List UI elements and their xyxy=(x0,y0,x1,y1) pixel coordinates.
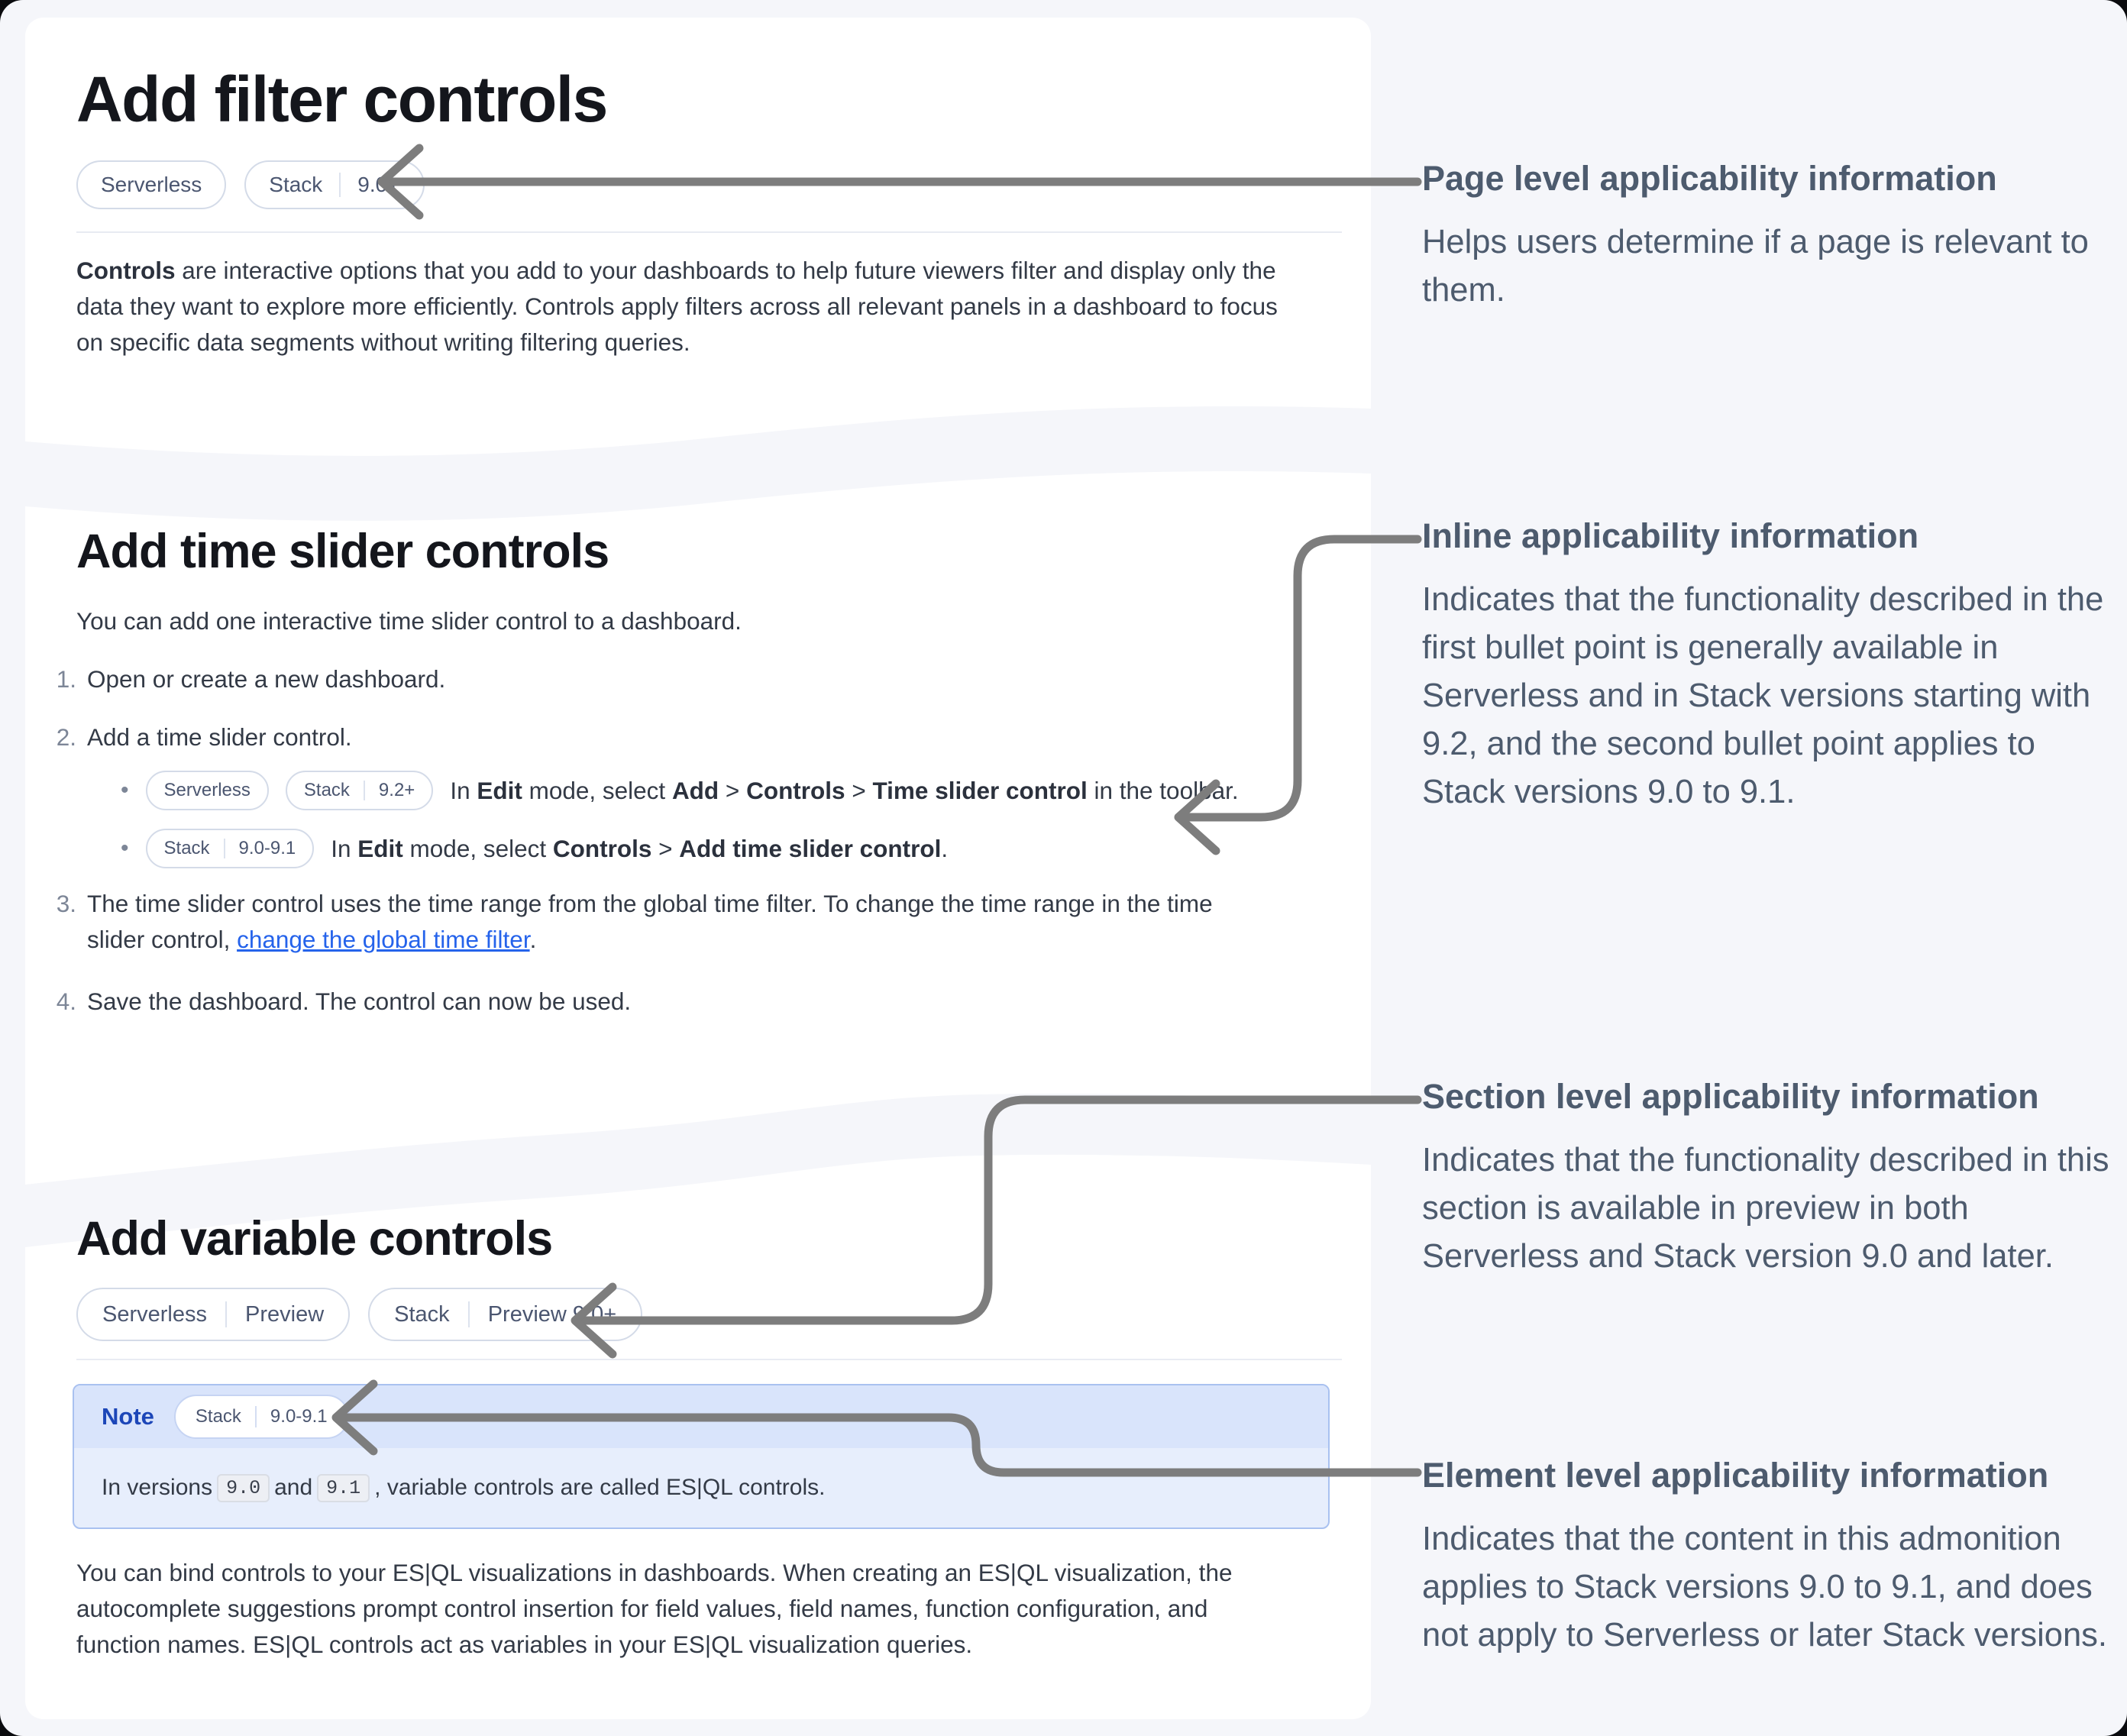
section-title-variable: Add variable controls xyxy=(76,1212,553,1266)
bullet-icon: • xyxy=(121,836,129,861)
annotation-inline-level: Inline applicability information Indicat… xyxy=(1422,515,2113,816)
badge-stack-preview: Stack Preview 9.0+ xyxy=(368,1288,643,1341)
badge-divider xyxy=(467,1301,470,1327)
list-item: 3. The time slider control uses the time… xyxy=(46,886,1283,958)
badge-divider xyxy=(363,781,365,800)
global-time-filter-link[interactable]: change the global time filter xyxy=(237,926,530,953)
annotation-title: Section level applicability information xyxy=(1422,1077,2039,1116)
badge-divider xyxy=(339,173,341,197)
annotation-element-level: Element level applicability information … xyxy=(1422,1454,2113,1660)
badge-serverless: Serverless xyxy=(145,771,269,810)
intro-paragraph: Controls are interactive options that yo… xyxy=(76,253,1291,360)
bullet-icon: • xyxy=(121,777,129,803)
badge-divider xyxy=(225,1301,227,1327)
badge-version: 9.2+ xyxy=(378,780,415,800)
intro-bold: Controls xyxy=(76,257,176,284)
list-item: 4. Save the dashboard. The control can n… xyxy=(46,984,1298,1020)
badge-label: Stack xyxy=(303,780,350,800)
inline-code: 9.1 xyxy=(317,1473,370,1502)
list-number: 3. xyxy=(56,890,76,917)
badge-version: 9.0+ xyxy=(357,173,400,196)
annotation-title: Element level applicability information xyxy=(1422,1456,2049,1495)
badge-serverless-preview: Serverless Preview xyxy=(76,1288,351,1341)
annotation-body: Helps users determine if a page is relev… xyxy=(1422,224,2089,309)
badge-label: Stack xyxy=(394,1301,450,1327)
badge-label: Stack xyxy=(269,173,323,196)
list-number: 1. xyxy=(56,665,76,693)
list-item: 2. Add a time slider control. xyxy=(46,719,1298,755)
wave-divider-1 xyxy=(25,406,1371,521)
badge-label: Serverless xyxy=(163,780,251,800)
badge-serverless: Serverless xyxy=(76,160,227,209)
section-divider xyxy=(76,231,1342,233)
inline-code: 9.0 xyxy=(217,1473,270,1502)
badge-divider xyxy=(254,1406,257,1427)
badge-stack-version: Stack 9.2+ xyxy=(285,771,434,810)
badge-version: 9.0-9.1 xyxy=(238,838,296,858)
badge-stack-version: Stack 9.0-9.1 xyxy=(145,829,315,868)
badge-stack-version: Stack 9.0+ xyxy=(244,160,425,209)
intro-text: are interactive options that you add to … xyxy=(76,257,1278,356)
badge-label: Serverless xyxy=(102,1301,207,1327)
bullet-item: • Stack 9.0-9.1 In Edit mode, select Con… xyxy=(121,829,948,868)
list-item-text: The time slider control uses the time ra… xyxy=(87,890,1213,953)
badge-label: Serverless xyxy=(101,173,202,196)
list-number: 2. xyxy=(56,723,76,751)
annotation-section-level: Section level applicability information … xyxy=(1422,1075,2113,1281)
bullet-text: In Edit mode, select Controls > Add time… xyxy=(331,834,949,862)
list-number: 4. xyxy=(56,988,76,1015)
badge-lifecycle: Preview xyxy=(245,1301,325,1327)
annotation-page-level: Page level applicability information Hel… xyxy=(1422,157,2113,315)
list-item: 1. Open or create a new dashboard. xyxy=(46,661,1298,697)
annotation-title: Page level applicability information xyxy=(1422,159,1997,198)
list-item-text: Save the dashboard. The control can now … xyxy=(87,988,632,1015)
page-badges-row: Serverless Stack 9.0+ xyxy=(76,160,425,209)
annotation-body: Indicates that the functionality describ… xyxy=(1422,581,2104,810)
badge-label: Stack xyxy=(195,1406,241,1427)
annotation-body: Indicates that the content in this admon… xyxy=(1422,1521,2107,1654)
badge-lifecycle: Preview 9.0+ xyxy=(487,1301,617,1327)
annotation-title: Inline applicability information xyxy=(1422,516,1919,555)
section-badges-row: Serverless Preview Stack Preview 9.0+ xyxy=(76,1288,643,1341)
badge-label: Stack xyxy=(163,838,210,858)
badge-version: 9.0-9.1 xyxy=(270,1406,328,1427)
list-item-text: Open or create a new dashboard. xyxy=(87,665,446,693)
note-title: Note xyxy=(102,1403,154,1430)
page-title: Add filter controls xyxy=(76,63,608,135)
badge-divider xyxy=(223,839,225,858)
variable-controls-paragraph: You can bind controls to your ES|QL visu… xyxy=(76,1559,1233,1658)
bullet-text: In Edit mode, select Add > Controls > Ti… xyxy=(450,776,1239,804)
section-title-time-slider: Add time slider controls xyxy=(76,525,609,578)
section-divider xyxy=(76,1359,1342,1360)
note-header: Note Stack 9.0-9.1 xyxy=(74,1385,1328,1448)
list-item-text: Add a time slider control. xyxy=(87,723,352,751)
time-slider-intro: You can add one interactive time slider … xyxy=(76,607,742,635)
badge-stack-version: Stack 9.0-9.1 xyxy=(173,1395,349,1439)
annotation-body: Indicates that the functionality describ… xyxy=(1422,1142,2109,1275)
bullet-item: • Serverless Stack 9.2+ In Edit mode, se… xyxy=(121,771,1239,810)
